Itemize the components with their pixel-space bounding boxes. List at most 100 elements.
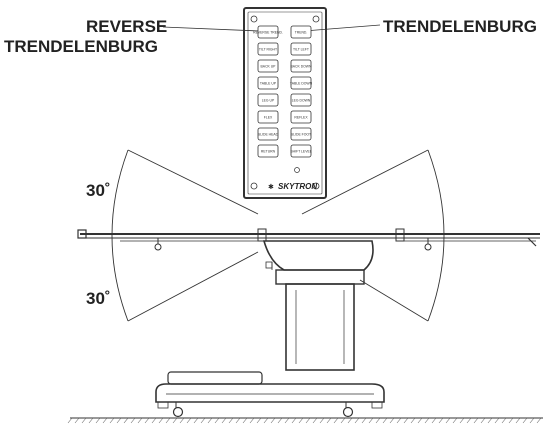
floor-hatch-mark xyxy=(396,417,402,424)
housing-latch-block xyxy=(265,261,273,269)
floor-hatch-mark xyxy=(235,417,241,424)
floor-hatch-mark xyxy=(508,417,514,424)
pendant-button-frame xyxy=(290,42,312,56)
floor-hatch-mark xyxy=(487,417,493,424)
pendant-button-left-3[interactable]: BACK UP xyxy=(257,59,279,73)
foot-pedal xyxy=(167,371,263,385)
floor-hatch-mark xyxy=(88,417,94,424)
floor-hatch-mark xyxy=(123,417,129,424)
pendant-button-right-5[interactable]: LEG DOWN xyxy=(290,93,312,107)
tabletop xyxy=(77,228,540,251)
floor-hatch-mark xyxy=(144,417,150,424)
operating-table xyxy=(77,228,540,418)
floor-hatch-mark xyxy=(249,417,255,424)
lower-angle-label: 30˚ xyxy=(86,289,111,308)
floor-hatch-mark xyxy=(74,417,80,424)
upper-angle-label: 30˚ xyxy=(86,181,111,200)
floor-hatch-mark xyxy=(417,417,423,424)
lower-left-30-line xyxy=(127,251,259,322)
floor-hatch-mark xyxy=(375,417,381,424)
floor-hatch-mark xyxy=(410,417,416,424)
floor-hatch-mark xyxy=(130,417,136,424)
pendant-button-right-7[interactable]: SLIDE FOOT xyxy=(290,127,312,141)
pendant-button-label: SHIFT LEVEL xyxy=(290,150,311,154)
pendant-button-left-4[interactable]: TABLE UP xyxy=(257,76,279,90)
floor-hatch-mark xyxy=(382,417,388,424)
floor-hatch-mark xyxy=(473,417,479,424)
floor-hatch-mark xyxy=(221,417,227,424)
floor-hatch-mark xyxy=(186,417,192,424)
pendant-button-frame xyxy=(290,25,312,39)
floor-hatch-mark xyxy=(158,417,164,424)
floor-hatch-mark xyxy=(179,417,185,424)
floor-hatch-mark xyxy=(193,417,199,424)
pendant-button-right-2[interactable]: TILT LEFT xyxy=(290,42,312,56)
pendant-button-left-1[interactable]: REVERSE TREND. xyxy=(253,25,283,39)
pendant-button-frame xyxy=(257,93,279,107)
indicator-light-icon xyxy=(294,167,300,173)
column-collar xyxy=(275,269,365,285)
pendant-button-label: FLEX xyxy=(264,116,273,120)
pendant-button-right-4[interactable]: TABLE DOWN xyxy=(290,76,313,90)
reverse-trendelenburg-label-line1: REVERSE xyxy=(86,17,167,36)
floor-hatch-mark xyxy=(242,417,248,424)
floor-hatch-mark xyxy=(207,417,213,424)
floor-hatch-mark xyxy=(172,417,178,424)
caster-wheel-icon xyxy=(172,406,184,418)
floor-hatch-mark xyxy=(445,417,451,424)
pendant-button-right-3[interactable]: BACK DOWN xyxy=(290,59,312,73)
floor-hatch-mark xyxy=(116,417,122,424)
pendant-button-label: BACK DOWN xyxy=(291,65,312,69)
upper-left-30-line xyxy=(127,149,259,215)
pendant-button-left-2[interactable]: TILT RIGHT xyxy=(257,42,279,56)
pendant-button-right-1[interactable]: TREND. xyxy=(290,25,312,39)
floor-hatch-mark xyxy=(263,417,269,424)
pendant-button-label: BACK UP xyxy=(261,65,277,69)
pendant-button-frame xyxy=(257,144,279,158)
floor-lock-pad xyxy=(157,401,169,409)
floor-hatch-mark xyxy=(284,417,290,424)
pendant-button-frame xyxy=(290,59,312,73)
trendelenburg-label: TRENDELENBURG xyxy=(383,17,537,36)
floor-hatch-mark xyxy=(361,417,367,424)
pendant-button-label: TILT RIGHT xyxy=(259,48,277,52)
floor-hatch-mark xyxy=(305,417,311,424)
screw-icon xyxy=(250,182,258,190)
floor-hatch-mark xyxy=(340,417,346,424)
floor-hatch-mark xyxy=(109,417,115,424)
hand-control-pendant: REVERSE TREND. TILT RIGHT BACK UP TABLE UP L… xyxy=(243,7,327,199)
pendant-button-left-5[interactable]: LEG UP xyxy=(257,93,279,107)
caster-wheel-icon xyxy=(342,406,354,418)
pendant-button-left-8[interactable]: RETURN xyxy=(257,144,279,158)
screw-icon xyxy=(250,15,258,23)
pendant-button-right-6[interactable]: REFLEX xyxy=(290,110,312,124)
floor-lock-pad xyxy=(371,401,383,409)
floor-hatch-mark xyxy=(81,417,87,424)
pendant-face xyxy=(247,11,323,195)
floor-hatch-mark xyxy=(438,417,444,424)
lower-right-30-line xyxy=(359,279,429,322)
pendant-button-frame xyxy=(290,93,312,107)
floor-hatch-mark xyxy=(466,417,472,424)
pendant-button-frame xyxy=(257,42,279,56)
pendant-button-label: TABLE UP xyxy=(260,82,277,86)
rail-clamp-knob-icon xyxy=(154,243,162,251)
floor-hatch-mark xyxy=(529,417,535,424)
floor-hatch-mark xyxy=(368,417,374,424)
pendant-button-label: SLIDE HEAD xyxy=(258,133,279,137)
floor-hatch-mark xyxy=(333,417,339,424)
left-tilt-arc xyxy=(111,149,129,322)
floor-hatch-mark xyxy=(256,417,262,424)
floor-hatch-mark xyxy=(326,417,332,424)
pendant-button-left-7[interactable]: SLIDE HEAD xyxy=(257,127,279,141)
pendant-button-label: SLIDE FOOT xyxy=(291,133,311,137)
pendant-button-left-6[interactable]: FLEX xyxy=(257,110,279,124)
pendant-right-button-column: TREND. TILT LEFT BACK DOWN TABLE DOWN LEG DO… xyxy=(290,25,313,158)
pendant-button-frame xyxy=(257,59,279,73)
floor-hatch-mark xyxy=(452,417,458,424)
reverse-trendelenburg-label-line2: TRENDELENBURG xyxy=(4,37,158,56)
floor-hatch-mark xyxy=(137,417,143,424)
upper-right-30-line xyxy=(301,149,429,215)
pendant-button-right-8[interactable]: SHIFT LEVEL xyxy=(290,144,312,158)
